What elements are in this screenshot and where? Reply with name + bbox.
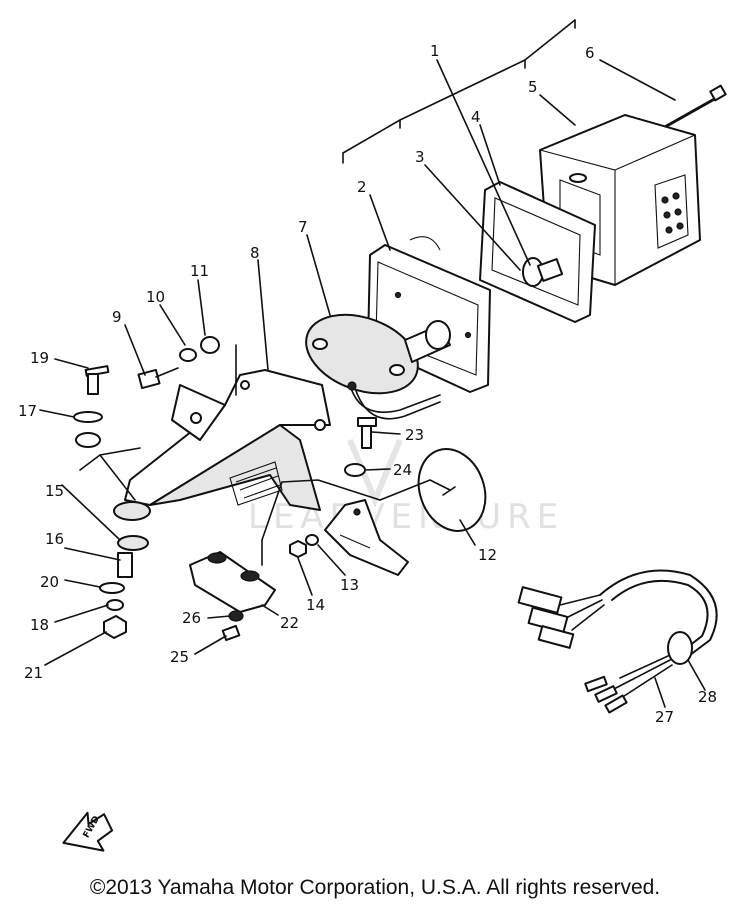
callout-22: 22 (280, 614, 299, 632)
callout-27: 27 (655, 708, 674, 726)
callout-13: 13 (340, 576, 359, 594)
callout-3: 3 (415, 148, 425, 166)
part-8-main-bracket (124, 344, 331, 511)
callout-9: 9 (112, 308, 122, 326)
part-7-socket-base (305, 313, 451, 420)
callout-15: 15 (45, 482, 64, 500)
callout-16: 16 (45, 530, 64, 548)
callout-10: 10 (146, 288, 165, 306)
callout-28: 28 (698, 688, 717, 706)
callout-26: 26 (182, 609, 201, 627)
part-22-plate (189, 551, 276, 613)
callout-8: 8 (250, 244, 260, 262)
callout-17: 17 (18, 402, 37, 420)
part-13-bracket (324, 499, 409, 576)
part-12-reflector-disc (417, 448, 487, 532)
callout-23: 23 (405, 426, 424, 444)
callout-12: 12 (478, 546, 497, 564)
callout-1: 1 (430, 42, 440, 60)
callout-7: 7 (298, 218, 308, 236)
callout-2: 2 (357, 178, 367, 196)
callout-24: 24 (393, 461, 412, 479)
callout-leaders (39, 59, 706, 708)
hardware (73, 336, 377, 642)
callout-20: 20 (40, 573, 59, 591)
leader-lines (79, 447, 451, 566)
fwd-arrow: FWD (62, 811, 114, 852)
callout-4: 4 (471, 108, 481, 126)
callout-19: 19 (30, 349, 49, 367)
callout-25: 25 (170, 648, 189, 666)
group-bracket (342, 19, 576, 164)
callout-5: 5 (528, 78, 538, 96)
callout-18: 18 (30, 616, 49, 634)
callout-14: 14 (306, 596, 325, 614)
part-27-28-harness (517, 569, 718, 714)
callout-21: 21 (24, 664, 43, 682)
part-3-bulb (522, 257, 564, 287)
copyright-notice: ©2013 Yamaha Motor Corporation, U.S.A. A… (89, 876, 661, 899)
part-6-screw (661, 84, 727, 130)
callout-labels: 1 2 3 4 5 6 7 8 9 10 11 12 13 14 15 16 1… (18, 42, 717, 726)
callout-6: 6 (585, 44, 595, 62)
callout-11: 11 (190, 262, 209, 280)
